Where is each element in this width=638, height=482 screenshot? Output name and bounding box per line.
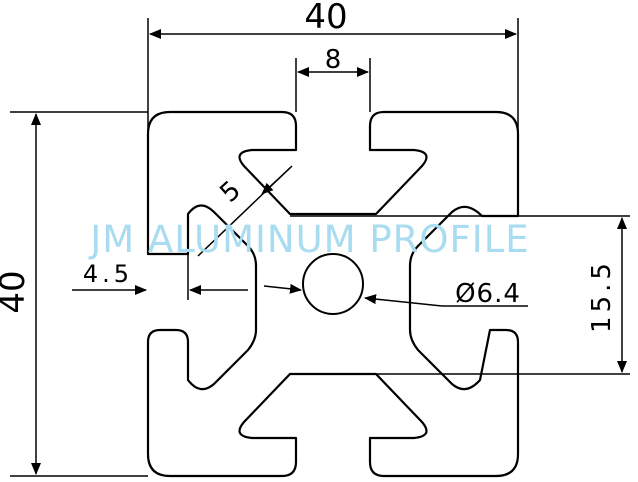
dim-arrow-angle <box>261 167 291 195</box>
watermark-text: JM ALUMINUM PROFILE <box>88 218 529 261</box>
center-bore <box>302 253 364 315</box>
dim-bore-label: Ø6.4 <box>455 279 521 309</box>
dim-wall-label: 4.5 <box>83 260 133 288</box>
dim-width-label: 40 <box>304 0 347 37</box>
dim-line-bore-right <box>364 294 443 307</box>
profile-outline <box>146 110 520 478</box>
dim-line-bore-left <box>263 283 302 294</box>
dim-slot-label: 8 <box>325 45 342 75</box>
dim-height-label: 40 <box>0 270 33 313</box>
dim-depth-label: 15.5 <box>587 259 617 333</box>
